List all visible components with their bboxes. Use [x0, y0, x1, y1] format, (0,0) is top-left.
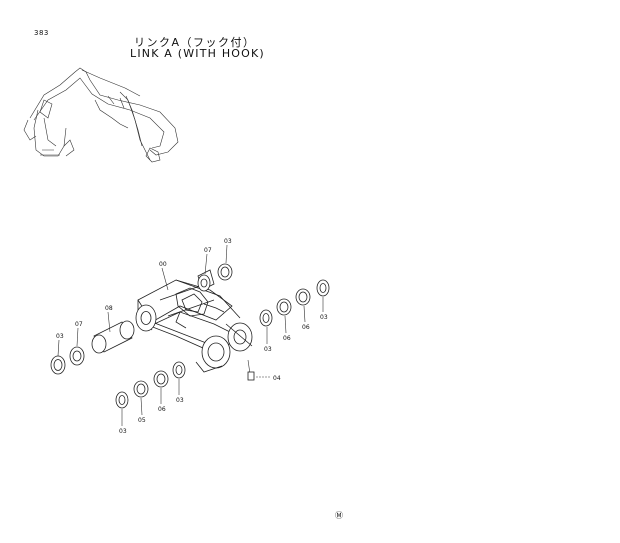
bottom-ring-05 — [133, 380, 149, 398]
label-p03-left: 03 — [56, 333, 64, 340]
label-p05-bottom: 05 — [138, 417, 146, 424]
right-ring-06a — [276, 298, 292, 316]
label-p03-right1: 03 — [264, 346, 272, 353]
pin-08 — [91, 320, 135, 354]
right-seal-03b — [316, 279, 330, 297]
label-p00: 00 — [159, 261, 167, 268]
top-seal-03 — [217, 263, 233, 281]
footer-mark-icon: Ⓜ — [335, 511, 343, 520]
right-seal-03a — [259, 309, 273, 327]
label-p03-bottom2: 03 — [176, 397, 184, 404]
label-p03-right2: 03 — [320, 314, 328, 321]
label-p03-top: 03 — [224, 238, 232, 245]
left-seal-03 — [50, 355, 66, 375]
label-p07-left: 07 — [75, 321, 83, 328]
leader-lines — [57, 244, 324, 426]
label-p03-bottom: 03 — [119, 428, 127, 435]
title-japanese: リンクA（フック付） — [134, 36, 256, 49]
bottom-seal-03b — [172, 361, 186, 379]
left-bushing-07 — [69, 346, 85, 366]
bottom-seal-03a — [115, 391, 129, 409]
label-p06-bottom: 06 — [158, 406, 166, 413]
label-p08: 08 — [105, 305, 113, 312]
label-p07-top: 07 — [204, 247, 212, 254]
label-p06-right: 06 — [283, 335, 291, 342]
title-english: LINK A (WITH HOOK) — [130, 47, 265, 60]
label-p06-right2: 06 — [302, 324, 310, 331]
grease-fitting — [247, 359, 270, 381]
top-bushing-07 — [197, 269, 215, 292]
bottom-ring-06 — [153, 370, 169, 388]
excavator-overview-icon — [23, 67, 179, 163]
link-body — [135, 279, 253, 373]
right-ring-06b — [295, 288, 311, 306]
page-number: 383 — [34, 29, 49, 37]
label-p04: 04 — [273, 375, 281, 382]
